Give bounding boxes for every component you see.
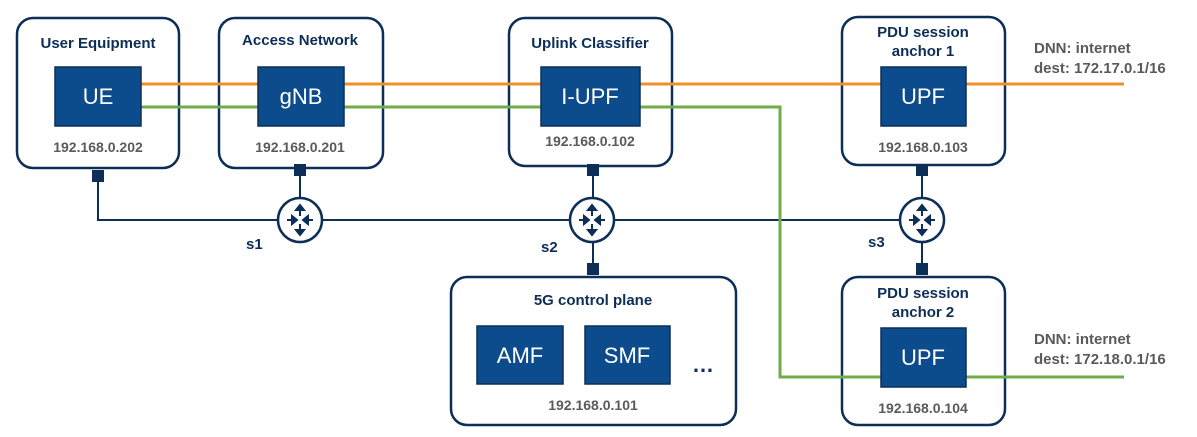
an-box-title: Access Network bbox=[242, 32, 359, 49]
port-cp bbox=[587, 263, 599, 275]
cp-ip: 192.168.0.101 bbox=[548, 397, 638, 413]
node-amf: AMF bbox=[476, 325, 564, 385]
psa1-title-line1: PDU session bbox=[877, 24, 969, 41]
node-ue: UE bbox=[54, 66, 142, 127]
node-i-upf: I-UPF bbox=[540, 66, 641, 127]
ue-box-title: User Equipment bbox=[40, 35, 155, 52]
router-icon bbox=[568, 196, 616, 244]
node-upf-1: UPF bbox=[880, 66, 967, 127]
upf1-node-label: UPF bbox=[901, 84, 945, 109]
smf-node-label: SMF bbox=[604, 343, 650, 368]
port-an bbox=[294, 164, 306, 176]
ue-node-label: UE bbox=[83, 84, 114, 109]
box-pdu-session-anchor-2: PDU session anchor 2 192.168.0.104 bbox=[840, 275, 1007, 427]
more-functions-ellipsis: … bbox=[692, 352, 714, 377]
psa2-title-line2: anchor 2 bbox=[892, 304, 955, 321]
node-gnb: gNB bbox=[257, 66, 345, 127]
ue-ip: 192.168.0.202 bbox=[53, 139, 143, 155]
switch-s1 bbox=[276, 196, 324, 244]
port-psa1 bbox=[916, 164, 928, 176]
upf2-node-label: UPF bbox=[901, 345, 945, 370]
psa2-ip: 192.168.0.104 bbox=[878, 400, 968, 416]
switch-s3 bbox=[898, 196, 946, 244]
psa1-title-line2: anchor 1 bbox=[892, 43, 955, 60]
switch-s2 bbox=[568, 196, 616, 244]
gnb-node-label: gNB bbox=[280, 84, 323, 109]
dnn2-line1: DNN: internet bbox=[1034, 331, 1131, 348]
node-upf-2: UPF bbox=[880, 327, 967, 388]
an-ip: 192.168.0.201 bbox=[255, 139, 345, 155]
ports bbox=[92, 164, 928, 275]
switch-s1-label: s1 bbox=[246, 236, 263, 253]
port-psa2 bbox=[916, 263, 928, 275]
router-icon bbox=[276, 196, 324, 244]
amf-node-label: AMF bbox=[497, 343, 543, 368]
router-icon bbox=[898, 196, 946, 244]
ulcl-box-title: Uplink Classifier bbox=[531, 35, 649, 52]
psa2-title-line1: PDU session bbox=[877, 285, 969, 302]
dnn1-line1: DNN: internet bbox=[1034, 40, 1131, 57]
dnn1-line2: dest: 172.17.0.1/16 bbox=[1034, 60, 1166, 77]
node-smf: SMF bbox=[584, 325, 671, 385]
link-ue-s1 bbox=[97, 176, 279, 221]
switch-s2-label: s2 bbox=[541, 239, 558, 256]
psa1-ip: 192.168.0.103 bbox=[878, 139, 968, 155]
management-network bbox=[97, 176, 923, 269]
port-ulcl bbox=[587, 164, 599, 176]
cp-box-title: 5G control plane bbox=[534, 292, 652, 309]
i-upf-node-label: I-UPF bbox=[561, 84, 618, 109]
switch-s3-label: s3 bbox=[868, 234, 885, 251]
dnn2-line2: dest: 172.18.0.1/16 bbox=[1034, 351, 1166, 368]
port-ue bbox=[92, 170, 104, 182]
ulcl-ip: 192.168.0.102 bbox=[545, 133, 635, 149]
